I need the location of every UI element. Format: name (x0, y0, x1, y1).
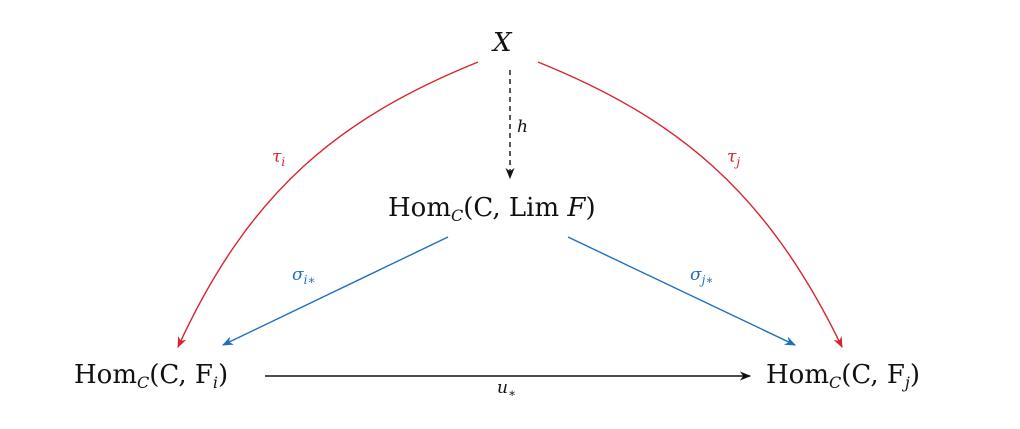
hom-close: ) (218, 360, 229, 390)
hom-category: C (450, 206, 464, 225)
label-h: h (517, 117, 528, 137)
label-u: u∗ (497, 378, 517, 400)
functor-index: j (904, 373, 910, 392)
node-hom-fj: HomC(C, Fj) (766, 362, 920, 391)
label-sigma-i: σi∗ (292, 265, 316, 287)
label-tau-i: τi (272, 147, 286, 169)
hom-category: C (828, 373, 842, 392)
hom-label: Hom (388, 193, 451, 223)
hom-close: ) (909, 360, 921, 390)
hom-label: Hom (74, 360, 137, 390)
arrow-sigma-j (567, 236, 797, 346)
label-sigma-j: σj∗ (690, 265, 714, 287)
arrow-sigma-i (221, 236, 449, 346)
functor-index: i (212, 373, 219, 392)
node-x: X (493, 30, 512, 56)
arrow-tau-i (177, 61, 479, 349)
node-hom-fi: HomC(C, Fi) (74, 362, 228, 391)
hom-args: (C, F (841, 360, 905, 390)
hom-args-close: ) (585, 193, 596, 223)
hom-label: Hom (766, 360, 829, 390)
functor-label: F (567, 193, 586, 223)
node-x-var: X (493, 28, 512, 58)
hom-category: C (136, 373, 150, 392)
hom-args: (C, F (149, 360, 213, 390)
lim-label: Lim (508, 193, 560, 223)
label-tau-j: τj (727, 147, 741, 169)
arrow-tau-j (537, 61, 843, 349)
hom-args-open: (C, (463, 193, 509, 223)
node-hom-lim: HomC(C, Lim F) (388, 195, 596, 224)
